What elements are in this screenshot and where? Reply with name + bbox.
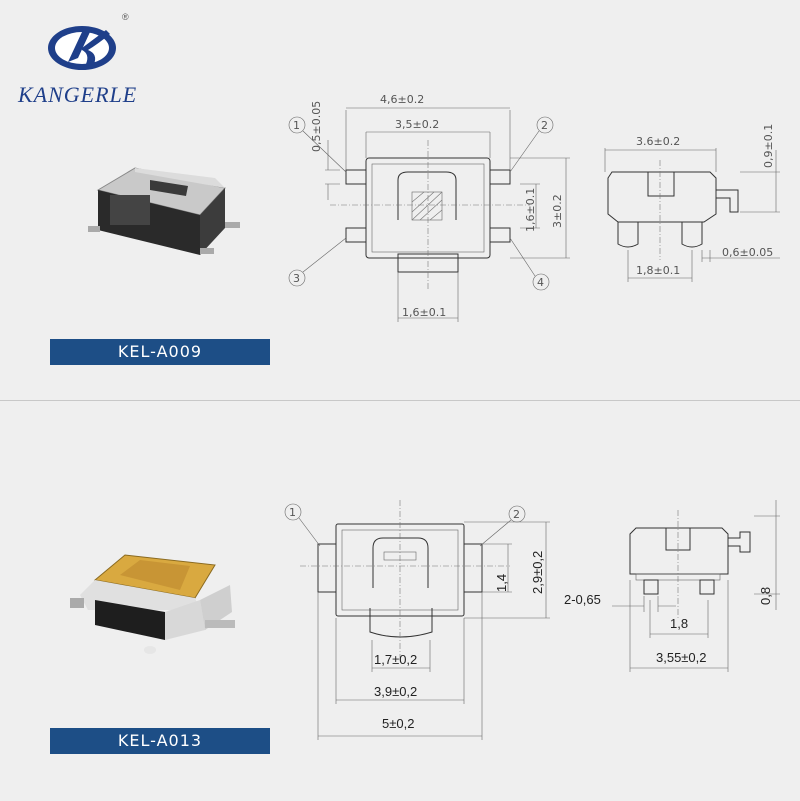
callout-a009-3: 3 [293,272,300,285]
dim-a009-base-width: 1,6±0.1 [402,306,446,319]
dim-a009-height: 3±0.2 [551,194,564,228]
a013-side-view [612,500,780,672]
dim-a009-side-length: 3.6±0.2 [636,135,680,148]
registered-mark: ® [122,12,129,22]
a013-top-view [284,500,550,740]
dim-a009-pin-offset: 0,5±0.05 [310,101,323,152]
callout-a009-1: 1 [293,119,300,132]
dim-a013-pin-spacing: 2-0,65 [564,592,601,607]
dim-a013-total-width: 5±0,2 [382,716,414,731]
callout-a013-1: 1 [289,506,296,519]
dim-a013-side-pitch: 1,8 [670,616,688,631]
callout-a009-4: 4 [537,276,544,289]
callout-a009-2: 2 [541,119,548,132]
callout-a013-2: 2 [513,508,520,521]
dim-a013-inner-height: 1,4 [494,574,509,592]
model-label-a013: KEL-A013 [50,728,270,754]
dim-a013-total-height: 2,9±0,2 [530,551,545,594]
dim-a009-side-pin: 0,6±0.05 [722,246,773,259]
dim-a013-side-length: 3,55±0,2 [656,650,707,665]
kangerle-logo [48,26,116,70]
model-label-a009: KEL-A009 [50,339,270,365]
a009-side-view [604,148,780,282]
dim-a013-base-width: 1,7±0,2 [374,652,417,667]
section-divider [0,400,800,401]
dim-a009-side-height: 0,9±0.1 [762,124,775,168]
dim-a009-side-pitch: 1,8±0.1 [636,264,680,277]
dim-a013-body-width: 3,9±0,2 [374,684,417,699]
dim-a013-side-height: 0,8 [758,587,773,605]
dim-a009-pin-pitch: 1,6±0.1 [524,188,537,232]
dim-a009-total-width: 4,6±0.2 [380,93,424,106]
dim-a009-body-width: 3,5±0.2 [395,118,439,131]
a009-top-view [288,107,570,322]
brand-name: KANGERLE [18,82,138,107]
